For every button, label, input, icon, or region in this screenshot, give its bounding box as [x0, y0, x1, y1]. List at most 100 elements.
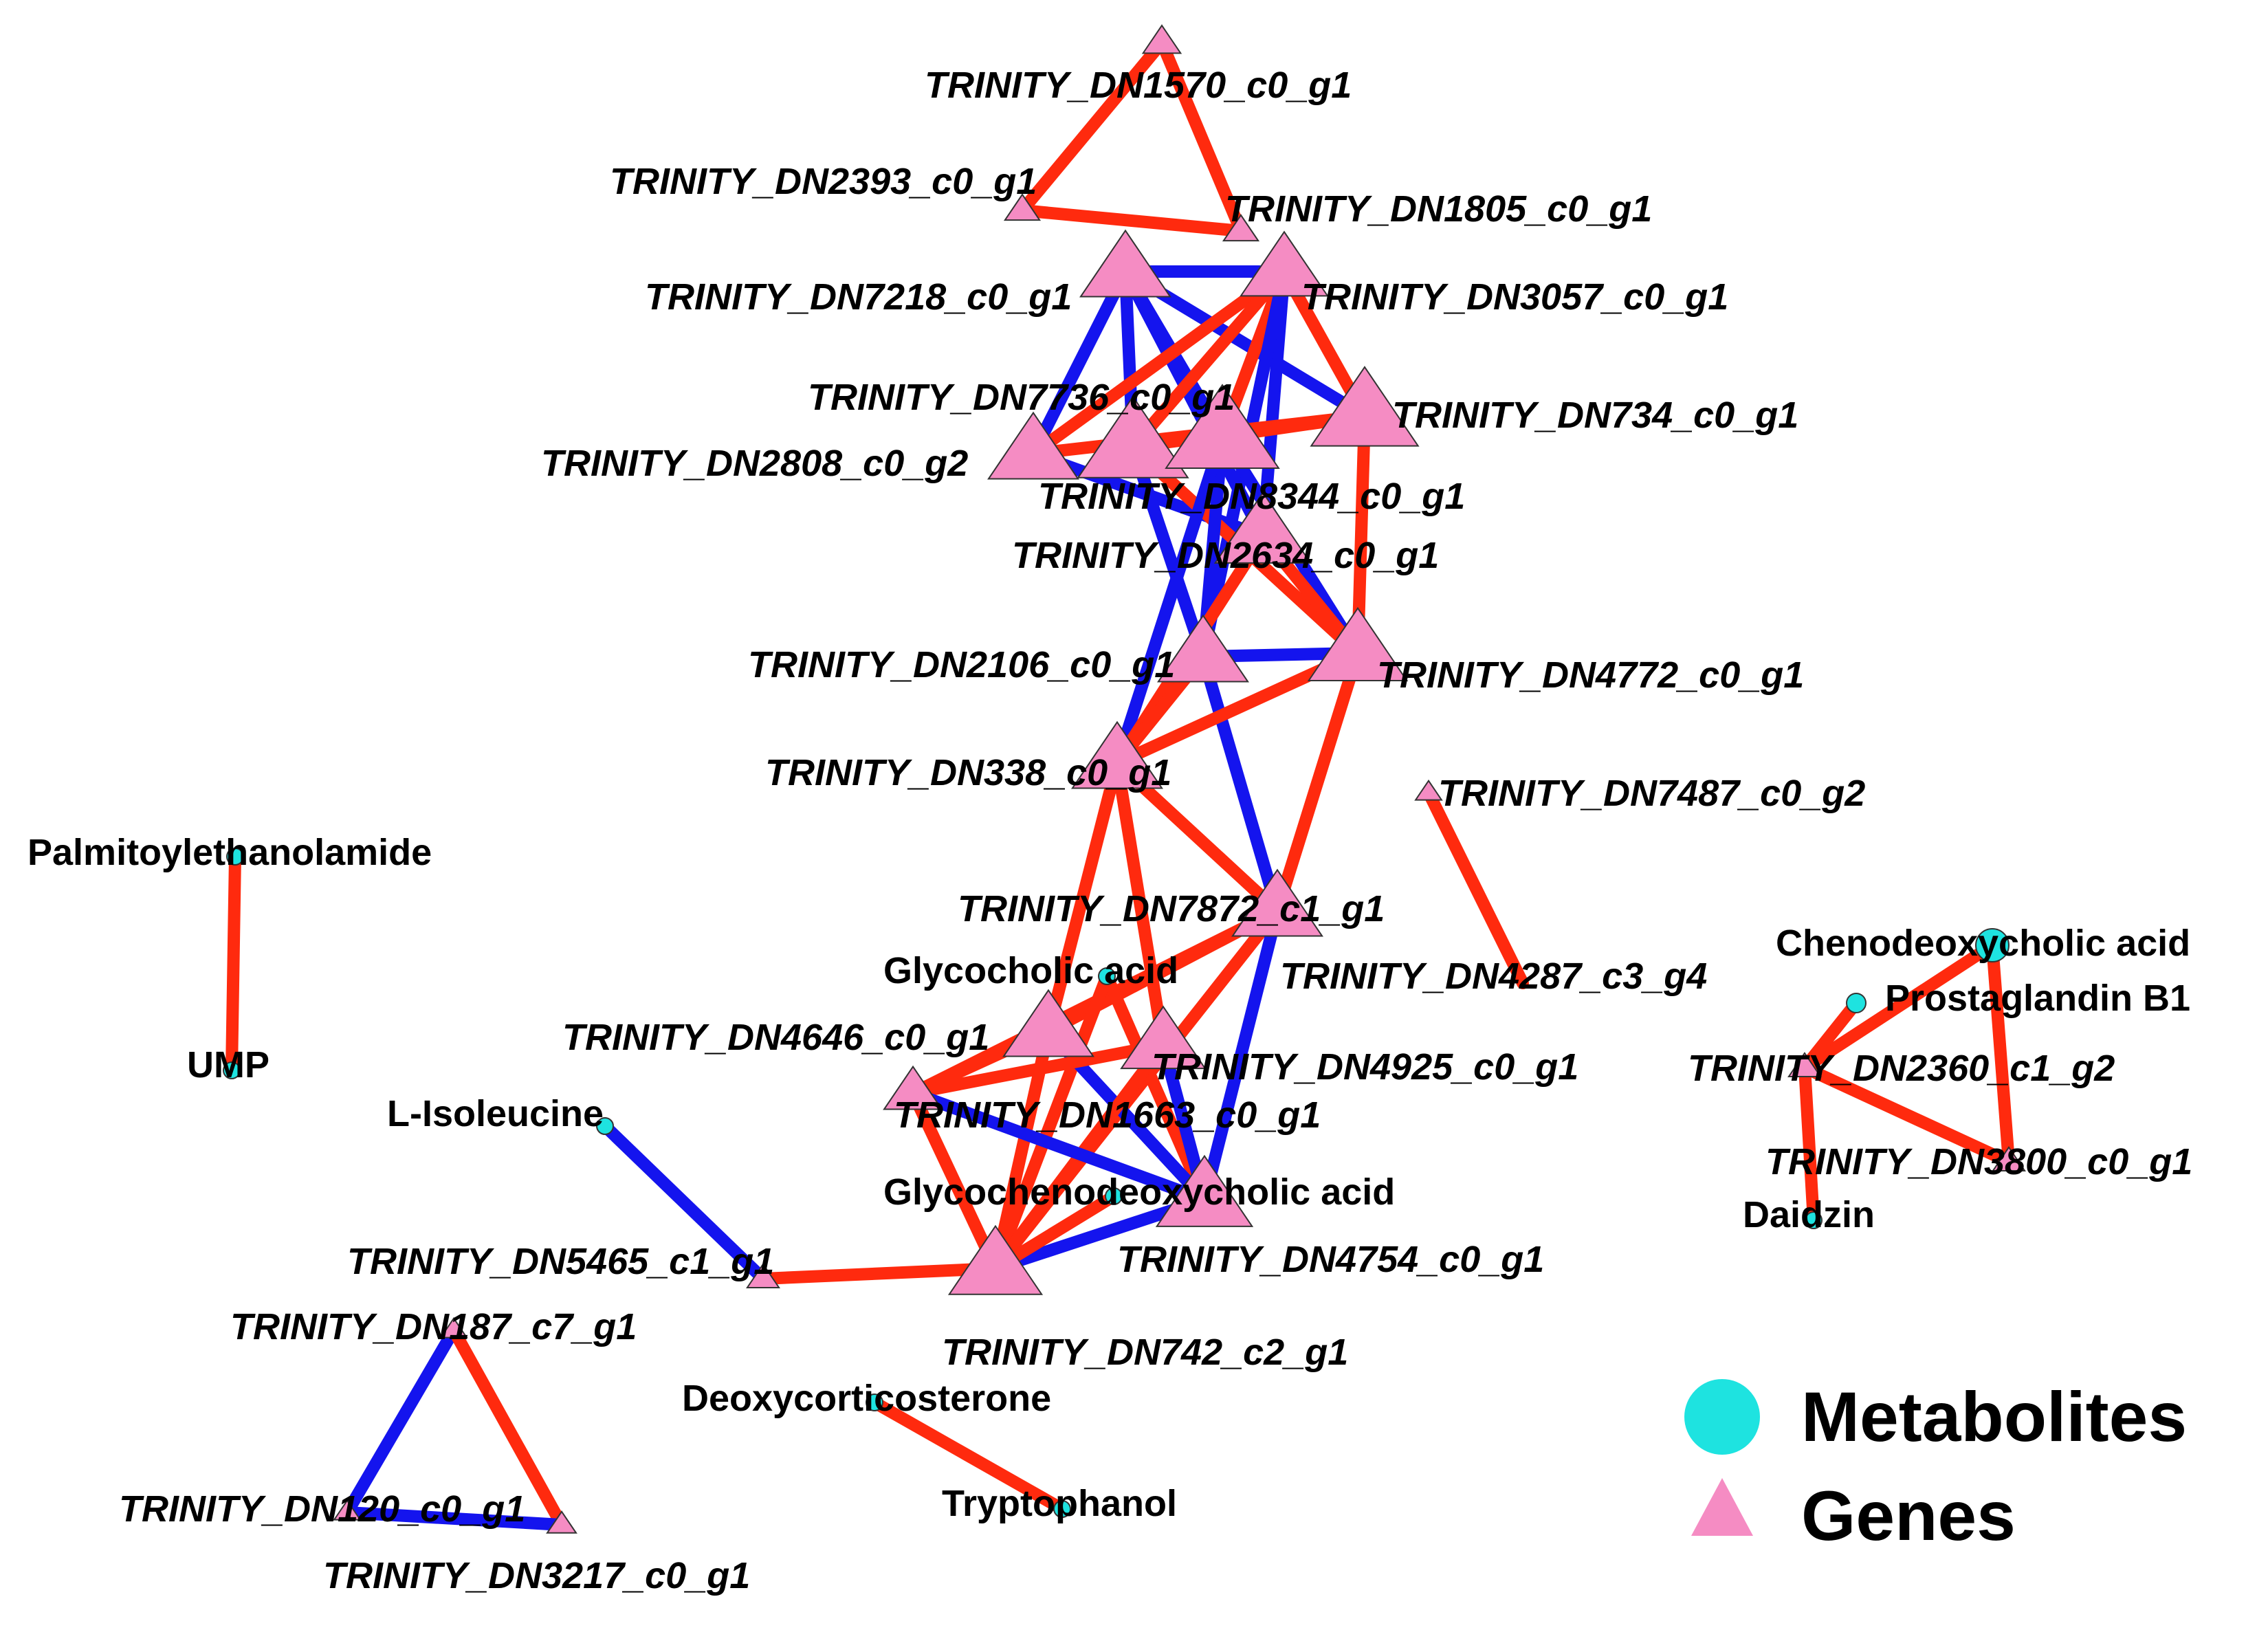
edge-negative-DN8344-DN338	[1111, 430, 1229, 769]
gene-node-DN4754[interactable]	[1155, 1154, 1254, 1227]
gene-node-DN1805[interactable]	[1222, 214, 1260, 242]
node-label-DN7736: TRINITY_DN7736_c0_g1	[808, 377, 1235, 418]
node-label-DN4287: TRINITY_DN4287_c3_g4	[1280, 956, 1707, 997]
node-label-DN4772: TRINITY_DN4772_c0_g1	[1377, 654, 1804, 696]
metabolite-node-GCA[interactable]	[1098, 967, 1116, 985]
gene-node-DN742[interactable]	[947, 1224, 1044, 1295]
node-label-DN5465: TRINITY_DN5465_c1_g1	[347, 1241, 774, 1282]
edge-negative-ILE-DN5465	[599, 1120, 769, 1285]
node-label-DOC: Deoxycorticosterone	[682, 1378, 1051, 1419]
gene-node-DN338[interactable]	[1071, 720, 1163, 789]
gene-node-DN187[interactable]	[439, 1317, 468, 1339]
node-label-DN187: TRINITY_DN187_c7_g1	[230, 1306, 637, 1347]
legend-gene-triangle-icon	[1691, 1478, 1753, 1536]
node-label-DN2393: TRINITY_DN2393_c0_g1	[610, 161, 1037, 202]
edge-positive-DN2360-DN3800	[1798, 1061, 2015, 1168]
edge-negative-DN7736-DN2106	[1127, 441, 1209, 663]
gene-node-DN1570[interactable]	[1141, 24, 1182, 54]
gene-node-DN120[interactable]	[333, 1499, 362, 1521]
node-label-PEA: Palmitoylethanolamide	[27, 832, 432, 873]
metabolite-node-TRP[interactable]	[1053, 1500, 1071, 1518]
metabolite-node-DAI[interactable]	[1805, 1211, 1823, 1229]
node-label-DN338: TRINITY_DN338_c0_g1	[765, 752, 1171, 793]
gene-node-DN734[interactable]	[1310, 366, 1420, 447]
node-label-DAI: Daidzin	[1743, 1194, 1875, 1235]
gene-node-DN2106[interactable]	[1157, 614, 1249, 683]
metabolite-node-PGB1[interactable]	[1846, 993, 1867, 1013]
node-label-DN7487: TRINITY_DN7487_c0_g2	[1438, 773, 1865, 814]
legend-genes-label: Genes	[1801, 1477, 2016, 1555]
nodes-layer	[223, 24, 2026, 1534]
gene-node-DN2634[interactable]	[1213, 491, 1312, 564]
gene-node-DN2360[interactable]	[1787, 1052, 1822, 1077]
node-label-GCA: Glycocholic acid	[883, 950, 1178, 991]
metabolite-node-UMP[interactable]	[223, 1061, 241, 1079]
gene-node-DN3057[interactable]	[1240, 230, 1329, 297]
edge-positive-DN7487-DN4287	[1422, 786, 1529, 989]
node-label-DN1663: TRINITY_DN1663_c0_g1	[894, 1094, 1321, 1136]
node-label-TRP: Tryptophanol	[942, 1483, 1177, 1524]
node-label-DN7218: TRINITY_DN7218_c0_g1	[645, 276, 1072, 318]
gene-node-DN4925[interactable]	[1120, 1005, 1207, 1070]
node-label-ILE: L-Isoleucine	[387, 1093, 604, 1134]
node-label-PGB1: Prostaglandin B1	[1885, 978, 2190, 1019]
node-label-DN2808: TRINITY_DN2808_c0_g2	[541, 443, 968, 484]
node-label-DN2634: TRINITY_DN2634_c0_g1	[1012, 535, 1439, 576]
edge-positive-DN3057-DN2808	[1027, 265, 1290, 460]
node-label-DN3800: TRINITY_DN3800_c0_g1	[1765, 1141, 2192, 1182]
legend-metabolites-label: Metabolites	[1801, 1378, 2187, 1456]
legend-metabolite-circle-icon	[1684, 1379, 1760, 1455]
edge-positive-DN338-DN4646	[1042, 757, 1123, 1037]
node-label-DN7872: TRINITY_DN7872_c1_g1	[958, 888, 1385, 929]
edge-positive-DN5465-DN742	[757, 1262, 1002, 1285]
gene-node-DN8344[interactable]	[1165, 384, 1280, 469]
gene-node-DN2808[interactable]	[987, 411, 1079, 480]
gene-node-DN4646[interactable]	[1002, 989, 1094, 1057]
edge-positive-DN1570-DN1805	[1156, 36, 1247, 237]
node-label-DN8344: TRINITY_DN8344_c0_g1	[1038, 476, 1465, 517]
metabolite-node-GCDCA[interactable]	[1105, 1187, 1123, 1205]
edge-positive-DOC-TRP	[868, 1396, 1068, 1515]
edge-positive-DN1570-DN2393	[1016, 36, 1168, 217]
gene-node-DN4772[interactable]	[1307, 606, 1409, 682]
legend: Metabolites Genes	[1684, 1378, 2187, 1555]
gene-node-DN3217[interactable]	[546, 1510, 577, 1534]
node-label-DN3217: TRINITY_DN3217_c0_g1	[323, 1555, 750, 1596]
edge-negative-DN187-DN120	[341, 1324, 460, 1519]
node-label-DN3057: TRINITY_DN3057_c0_g1	[1301, 276, 1728, 318]
metabolite-node-ILE[interactable]	[596, 1117, 614, 1135]
gene-node-DN2393[interactable]	[1003, 193, 1042, 221]
gene-node-DN7736[interactable]	[1077, 395, 1189, 478]
edge-positive-DN1663-DN742	[907, 1087, 1002, 1275]
edge-negative-DN7872-DN4754	[1198, 905, 1284, 1206]
gene-node-DN7487[interactable]	[1414, 779, 1443, 801]
gene-node-DN7872[interactable]	[1231, 868, 1323, 937]
node-label-CDCA: Chenodeoxycholic acid	[1776, 923, 2190, 964]
node-label-DN1570: TRINITY_DN1570_c0_g1	[925, 65, 1352, 106]
metabolite-node-DOC[interactable]	[866, 1394, 883, 1411]
node-label-DN734: TRINITY_DN734_c0_g1	[1392, 395, 1798, 436]
edge-positive-CDCA-DN2360	[1798, 939, 1999, 1074]
gene-node-DN1663[interactable]	[883, 1065, 943, 1110]
node-label-DN742: TRINITY_DN742_c2_g1	[942, 1332, 1348, 1373]
node-label-DN120: TRINITY_DN120_c0_g1	[119, 1488, 525, 1530]
edge-positive-CDCA-DN3800	[1986, 939, 2015, 1168]
gene-node-DN7218[interactable]	[1079, 229, 1171, 298]
edge-positive-PGB1-DN2360	[1798, 997, 1862, 1074]
gene-node-DN5465[interactable]	[746, 1263, 780, 1288]
edge-positive-DN4772-DN7872	[1271, 647, 1364, 917]
edge-negative-DN7218-DN2808	[1027, 265, 1132, 460]
metabolite-node-PEA[interactable]	[226, 848, 244, 866]
metabolite-node-CDCA[interactable]	[1975, 928, 2010, 962]
edge-positive-DN2360-DAI	[1798, 1061, 1820, 1226]
node-label-DN1805: TRINITY_DN1805_c0_g1	[1225, 188, 1652, 230]
edge-negative-DN120-DN3217	[341, 1506, 568, 1531]
edge-positive-DN4925-DN1663	[907, 1039, 1169, 1099]
node-label-GCDCA: Glycochenodeoxycholic acid	[883, 1171, 1395, 1213]
gene-node-DN3800[interactable]	[1992, 1146, 2026, 1171]
node-label-DN2360: TRINITY_DN2360_c1_g2	[1688, 1048, 2115, 1089]
node-label-UMP: UMP	[187, 1044, 269, 1086]
node-label-DN4754: TRINITY_DN4754_c0_g1	[1117, 1239, 1544, 1280]
node-label-DN2106: TRINITY_DN2106_c0_g1	[748, 644, 1175, 685]
